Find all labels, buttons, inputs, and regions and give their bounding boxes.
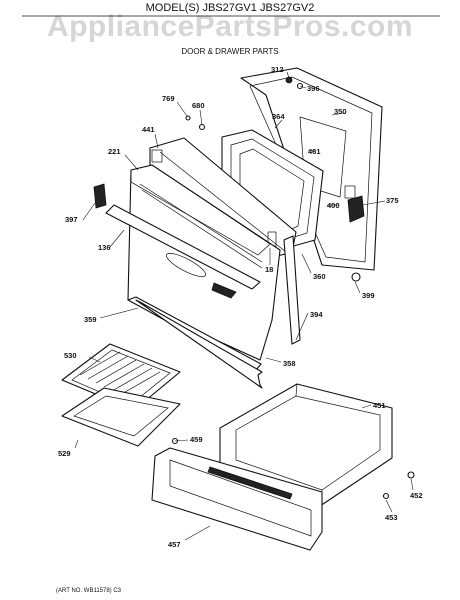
screw-399 [351, 272, 361, 282]
part-number-394: 394 [310, 310, 323, 319]
part-number-396: 396 [307, 84, 320, 93]
side-trim [283, 235, 301, 345]
part-number-452: 452 [410, 491, 423, 500]
part-number-359: 359 [84, 315, 97, 324]
part-number-18: 18 [265, 265, 273, 274]
part-number-350: 350 [334, 107, 347, 116]
part-number-375: 375 [386, 196, 399, 205]
screw-452 [407, 471, 415, 479]
part-number-680: 680 [192, 101, 205, 110]
part-number-358: 358 [283, 359, 296, 368]
door-bottom-trim [127, 296, 263, 389]
part-number-769: 769 [162, 94, 175, 103]
part-number-457: 457 [168, 540, 181, 549]
model-line: MODEL(S) JBS27GV1 JBS27GV2 [145, 2, 315, 14]
part-number-530: 530 [64, 351, 77, 360]
hinge-375 [347, 195, 365, 223]
broiler-pan [61, 387, 181, 447]
art-number: (ART NO. WB11578) C3 [56, 588, 122, 594]
screw-312 [285, 76, 293, 84]
watermark: AppliancePartsPros.com [46, 10, 414, 43]
part-number-364: 364 [272, 112, 285, 121]
part-number-312: 312 [271, 65, 284, 74]
part-number-529: 529 [58, 449, 71, 458]
screw-680 [198, 123, 206, 131]
leader-lines [74, 71, 414, 541]
part-number-441: 441 [142, 125, 155, 134]
part-number-221: 221 [108, 147, 121, 156]
hinge-397 [93, 183, 107, 209]
door-handle [105, 204, 261, 290]
screw-453 [382, 492, 390, 500]
part-number-461: 461 [308, 147, 321, 156]
part-number-451: 451 [373, 401, 386, 410]
part-number-labels: 312 396 769 680 350 364 441 461 221 400 … [58, 65, 423, 549]
part-number-459: 459 [190, 435, 203, 444]
part-number-360: 360 [313, 272, 326, 281]
screw-769 [185, 115, 191, 121]
part-number-400: 400 [327, 201, 340, 210]
part-number-399: 399 [362, 291, 375, 300]
part-number-453: 453 [385, 513, 398, 522]
drawer-front-panel [151, 447, 323, 551]
part-number-397: 397 [65, 215, 78, 224]
part-number-136: 136 [98, 243, 111, 252]
section-title: DOOR & DRAWER PARTS [181, 47, 279, 56]
